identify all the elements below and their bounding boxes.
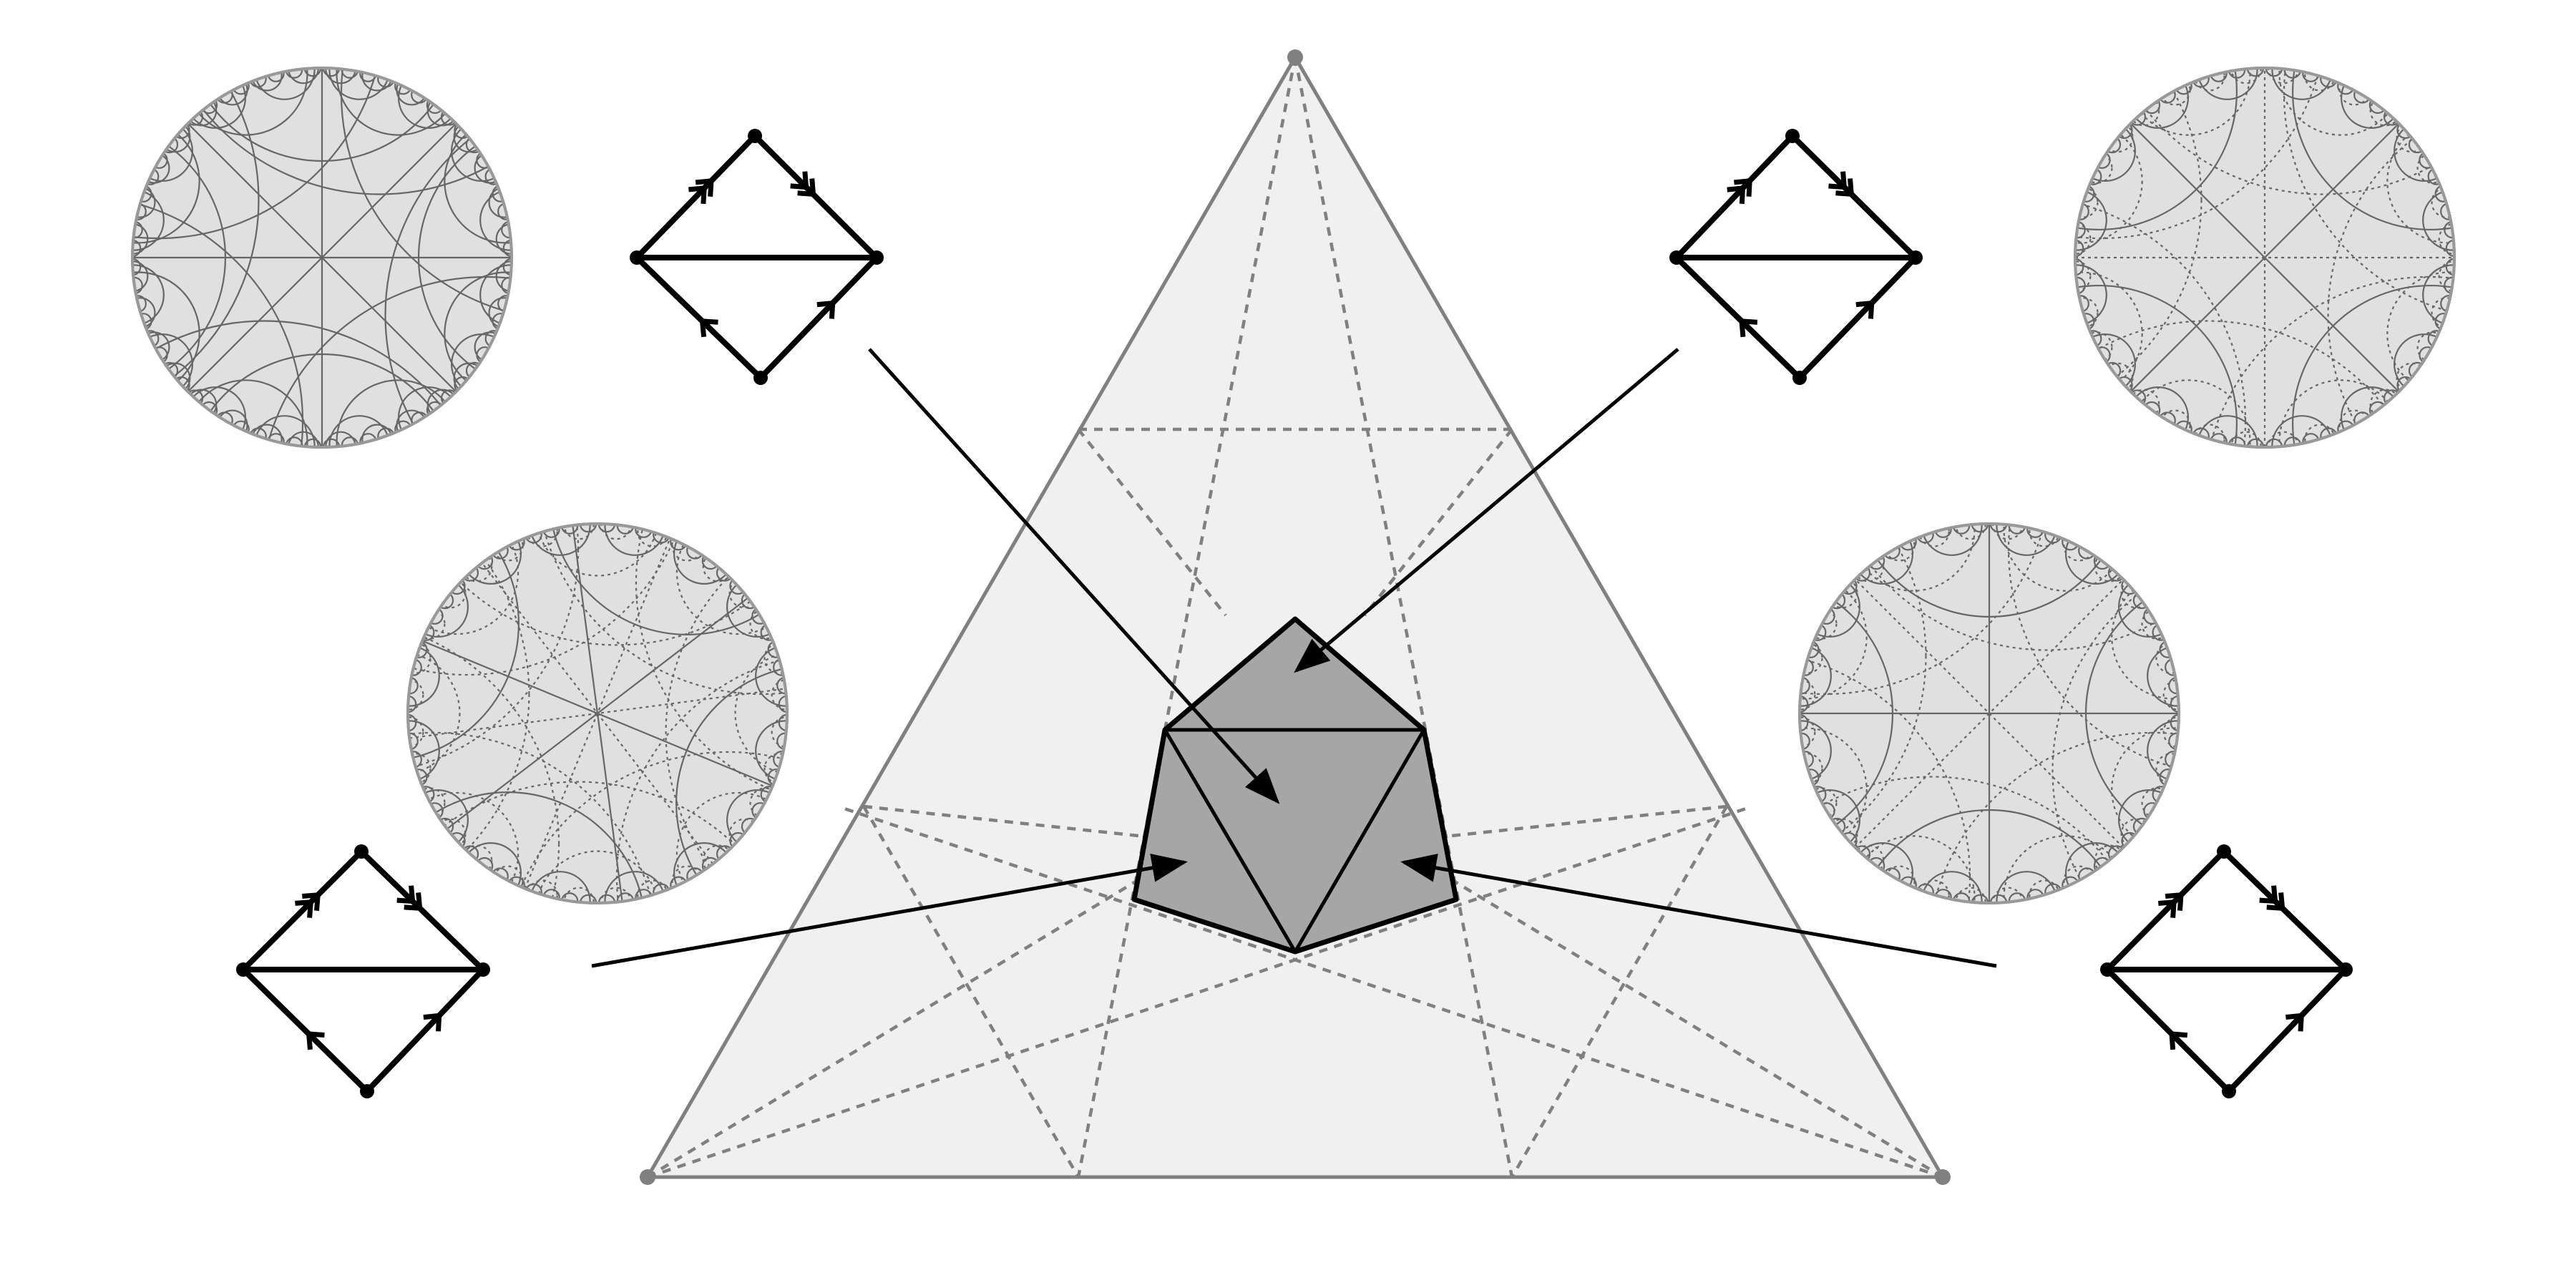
vertex-dot: [1792, 371, 1807, 385]
vertex-dot: [2217, 844, 2231, 859]
edge-arrow-icon: [688, 178, 714, 205]
connector-arrows: [591, 348, 1997, 968]
quadrilateral-edge: [240, 967, 370, 1094]
edge-arrow-icon: [816, 300, 836, 319]
vertex-dot: [476, 962, 490, 977]
dashed-line: [647, 806, 1747, 1179]
quadrilateral-upper-right: [1669, 129, 1923, 385]
edge-arrow-icon: [1828, 171, 1855, 197]
edge-arrow-icon: [2285, 1013, 2304, 1032]
edge-arrow-icon: [1739, 318, 1758, 338]
dashed-line: [1077, 428, 1227, 617]
disk-rim: [406, 522, 789, 904]
vertex-dot: [1908, 250, 1923, 265]
quadrilateral-edge: [1797, 255, 1918, 381]
quadrilateral-edge: [2104, 849, 2227, 972]
quadrilateral-edge: [758, 255, 879, 381]
vertex-dot: [869, 250, 884, 265]
top-vertex-dot: [1287, 49, 1303, 65]
quadrilateral-edge: [634, 255, 763, 381]
vertex-dot: [1669, 250, 1684, 265]
arrow-lower-left-to-left: [591, 854, 1188, 968]
hyperbolic-disks: [131, 67, 2456, 904]
quadrilateral-edge: [2226, 967, 2348, 1094]
dashed-subdivision-lines: [646, 57, 1944, 1179]
dashed-line: [1363, 428, 1513, 617]
quadrilateral-edge: [1674, 133, 1795, 260]
arrow-lower-right-to-right: [1400, 854, 1997, 968]
edge-arrow-icon: [2158, 892, 2184, 918]
tiling-lines: [2075, 68, 2454, 447]
edge-arrow-icon: [306, 1031, 325, 1050]
edge-arrow-icon: [396, 885, 423, 911]
vertex-dot: [748, 129, 762, 143]
quadrilateral-edge: [364, 967, 486, 1094]
disk-rim: [1798, 522, 2180, 904]
edge-arrow-icon: [790, 171, 816, 197]
dashed-line: [1076, 57, 1297, 1178]
quadrilateral-edge: [634, 133, 758, 260]
dashed-line: [1293, 57, 1514, 1178]
disk-rim: [131, 67, 513, 449]
vertex-dot: [2100, 962, 2114, 977]
disk-rim: [2074, 67, 2456, 449]
quadrilateral-upper-left: [630, 129, 884, 385]
dashed-line: [862, 805, 1080, 1179]
vertex-dot: [354, 844, 369, 859]
quadrilateral-lower-left: [236, 844, 490, 1098]
edge-arrow-icon: [2259, 885, 2285, 911]
hyperbolic-disk-upper-right: [2074, 67, 2456, 449]
bottom-left-vertex-dot: [640, 1169, 655, 1185]
vertex-dot: [753, 371, 768, 385]
hexagon-chord-right: [1293, 728, 1426, 953]
dashed-line: [1511, 805, 1728, 1179]
vertex-dot: [2338, 962, 2353, 977]
dashed-line: [1438, 804, 1727, 839]
vertex-dot: [2222, 1084, 2236, 1098]
bottom-right-vertex-dot: [1935, 1169, 1951, 1185]
dashed-line: [863, 804, 1153, 839]
quadrilateral-edge: [1674, 255, 1802, 381]
central-hexagon: [1131, 616, 1459, 955]
quadrilateral-edge: [240, 849, 364, 972]
arrow-upper-right-to-top: [1294, 348, 1679, 673]
edge-arrow-icon: [295, 892, 321, 918]
vertex-dot: [236, 962, 250, 977]
vertex-dot: [1785, 129, 1800, 143]
edge-arrow-icon: [1727, 177, 1752, 204]
dashed-line: [844, 806, 1943, 1179]
edge-arrow-icon: [699, 318, 718, 338]
quadrilateral-edge: [2104, 967, 2232, 1094]
hexagon-chord-left: [1163, 728, 1297, 953]
vertex-dot: [360, 1084, 374, 1098]
edge-arrow-icon: [1855, 300, 1875, 319]
quadrilateral-lower-right: [2100, 844, 2353, 1098]
edge-arrow-icon: [423, 1013, 442, 1032]
edge-arrow-icon: [2169, 1031, 2188, 1050]
arrow-upper-left-to-center: [868, 348, 1280, 804]
vertex-dot: [630, 250, 644, 265]
quadrilaterals: [236, 129, 2353, 1098]
